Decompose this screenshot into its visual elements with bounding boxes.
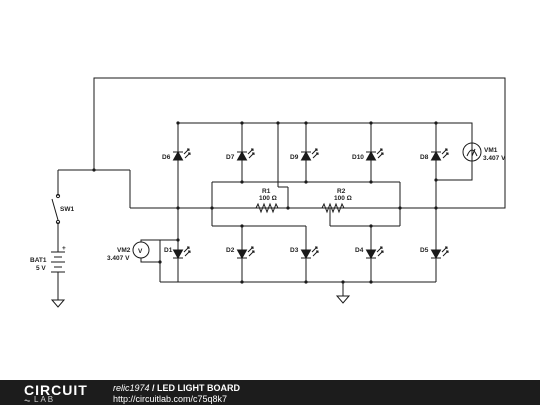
d2-label: D2: [226, 247, 235, 254]
bat1-label: BAT1: [30, 257, 47, 264]
d7-label: D7: [226, 154, 235, 161]
circuit-url-link[interactable]: http://circuitlab.com/c75q8k7: [113, 394, 228, 404]
ground-symbol-left: [50, 299, 66, 308]
outer-loop-wire: [93, 77, 506, 209]
circuitlab-logo[interactable]: CIRCUIT: [24, 382, 88, 398]
switch-sw1: SW1: [51, 193, 74, 225]
credit-separator: /: [149, 383, 158, 393]
battery-switch-wire: [57, 169, 440, 300]
d4-label: D4: [355, 247, 364, 254]
d6-label: D6: [162, 154, 171, 161]
led-d4: D4: [355, 243, 384, 265]
r1-value: 100 Ω: [259, 195, 277, 202]
r1-label: R1: [262, 188, 271, 195]
battery-bat1: + BAT1 5 V: [30, 245, 66, 275]
r2-value: 100 Ω: [334, 195, 352, 202]
mid-network-wire: [211, 181, 401, 244]
voltmeter-vm2: V VM2 3.407 V: [107, 239, 160, 263]
voltmeter-vm1: VM1 3.407 V: [462, 142, 506, 162]
resistor-r1: R1 100 Ω: [246, 188, 279, 214]
d3-label: D3: [290, 247, 299, 254]
sw1-label: SW1: [60, 206, 74, 213]
bat1-plus: +: [62, 245, 66, 252]
r2-label: R2: [337, 188, 346, 195]
vm1-wire: [436, 122, 473, 181]
circuit-schematic: R1 100 Ω R2 100 Ω D6 D7 D9 D10 D8 D1 D2 …: [30, 77, 506, 308]
d9-label: D9: [290, 154, 299, 161]
junction-dots: [92, 121, 438, 284]
logo-resistor-icon: ⏦: [24, 396, 31, 405]
vm2-value: 3.407 V: [107, 255, 130, 262]
circuit-title: LED LIGHT BOARD: [157, 383, 241, 393]
led-d5: D5: [420, 243, 449, 265]
vm1-value: 3.407 V: [483, 155, 506, 162]
d10-label: D10: [352, 154, 364, 161]
top-rail-wire: [177, 122, 472, 244]
circuitlab-logo-sub: LAB: [34, 395, 56, 404]
ground-symbol-right: [335, 295, 351, 304]
d1-label: D1: [164, 247, 173, 254]
d8-label: D8: [420, 154, 429, 161]
vm2-label: VM2: [117, 247, 131, 254]
vm1-label: VM1: [484, 147, 498, 154]
footer-bar: CIRCUIT ⏦ LAB relic1974 / LED LIGHT BOAR…: [0, 380, 540, 405]
bat1-value: 5 V: [36, 265, 46, 272]
bottom-rail-wire: [160, 264, 437, 296]
led-d9: D9: [290, 145, 319, 167]
led-d6: D6: [162, 145, 191, 167]
led-d7: D7: [226, 145, 255, 167]
vm2-symbol: V: [138, 248, 143, 255]
circuit-credit: relic1974 / LED LIGHT BOARD: [113, 383, 240, 393]
d5-label: D5: [420, 247, 429, 254]
led-d8: D8: [420, 145, 449, 167]
led-d3: D3: [290, 243, 319, 265]
led-d1: D1: [164, 243, 191, 265]
author-link[interactable]: relic1974: [113, 383, 150, 393]
led-d2: D2: [226, 243, 255, 265]
led-d10: D10: [352, 145, 384, 167]
resistor-r2: R2 100 Ω: [321, 188, 352, 214]
